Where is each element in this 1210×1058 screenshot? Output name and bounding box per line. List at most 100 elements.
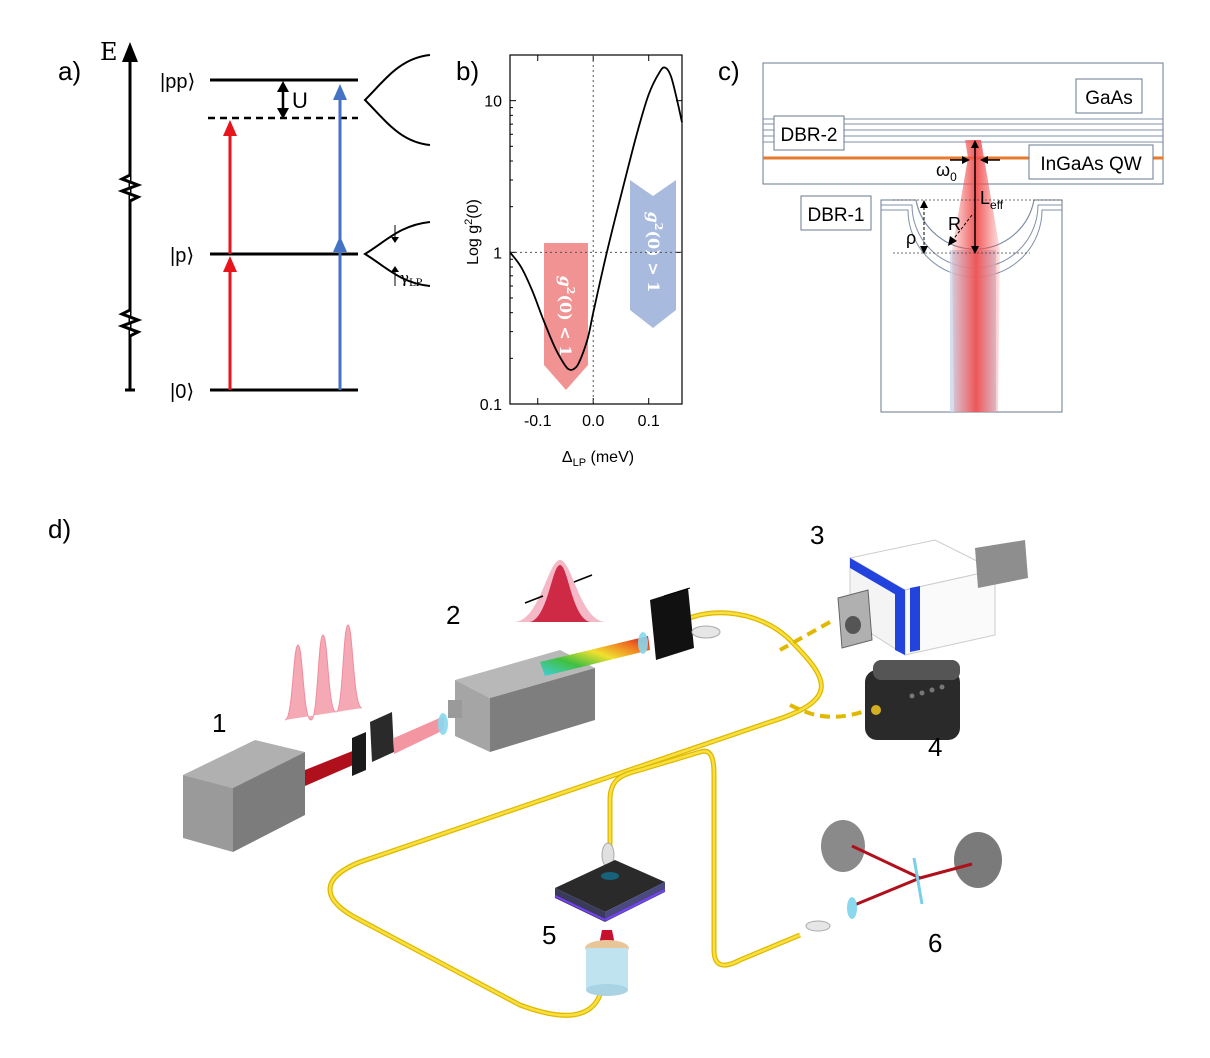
axis-break-upper — [117, 173, 143, 203]
grating-element — [370, 712, 394, 762]
gaas-box — [1075, 78, 1143, 114]
lineshape-p — [363, 221, 431, 287]
sample-plate-edge-1 — [554, 895, 606, 921]
arm-beam-1 — [851, 844, 921, 880]
x-axis-label: ΔLP (meV) — [562, 449, 634, 469]
panel-c: c) — [718, 56, 1164, 413]
ccd-camera — [837, 539, 1028, 656]
y-tick-label: 10 — [484, 94, 502, 111]
energy-axis-arrowhead — [122, 42, 138, 62]
component-label-5: 5 — [542, 920, 556, 950]
bandwidth-arrow-left — [524, 595, 544, 604]
gaas-label: GaAs — [1085, 88, 1133, 109]
lens-1 — [438, 713, 448, 735]
laser-box-front — [183, 775, 233, 852]
antibunching-label: g2(0) < 1 — [556, 276, 577, 357]
ccd-stripe-top — [850, 558, 905, 600]
spectral-pulse-core — [530, 565, 590, 622]
depth-label: ρ — [906, 228, 916, 248]
mirror-1 — [821, 820, 865, 872]
fiber-main-highlight — [328, 611, 823, 1017]
sample-plate-top — [555, 860, 665, 912]
dbr2-label: DBR-2 — [780, 125, 837, 146]
x-tick-label: 0.1 — [638, 413, 660, 430]
radius-arrow-head — [948, 236, 957, 246]
detector-dot-3 — [929, 687, 935, 693]
x-tick-label: -0.1 — [524, 413, 552, 430]
annotation-layer: g2(0) < 1 g2(0) > 1 — [544, 180, 676, 390]
sample-stage — [554, 842, 666, 996]
u-arrow-head-up — [277, 81, 289, 92]
radius-arrow — [951, 214, 973, 242]
fiber-coupler-1 — [691, 625, 721, 639]
fiber-coupler-6 — [805, 920, 831, 932]
lineshape-pp — [363, 54, 431, 146]
slit-mount-edge — [663, 587, 691, 597]
arm-beam-2 — [919, 862, 973, 880]
reference-lines — [510, 55, 682, 404]
laser-source — [183, 740, 305, 852]
component-label-3: 3 — [810, 520, 824, 550]
fiber-sample-highlight — [608, 749, 801, 967]
y-tick-label: 0.1 — [480, 397, 502, 414]
y-axis-label: Log g2(0) — [463, 199, 482, 265]
ccd-cooler — [975, 540, 1028, 588]
dbr1-label: DBR-1 — [807, 205, 864, 226]
bunching-label: g2(0) > 1 — [644, 212, 665, 293]
tick-layer: -0.1 0.0 0.1 0.1 1 10 — [480, 54, 682, 430]
qw-label: InGaAs QW — [1040, 154, 1141, 175]
linewidth-arrow-bottom-head — [391, 266, 399, 272]
leff-label: Leff — [980, 188, 1004, 212]
panel-b-label: b) — [456, 56, 479, 86]
photon-detector — [865, 660, 960, 740]
shaper-box-side — [490, 668, 595, 752]
shaper-port — [448, 700, 462, 718]
level-p-label: |p⟩ — [170, 245, 194, 267]
laser-box-top — [183, 740, 305, 788]
panel-c-label: c) — [718, 56, 740, 86]
leff-arrow-head-bottom — [971, 246, 979, 254]
component-label-2: 2 — [446, 600, 460, 630]
waist-arrow-right-head — [980, 156, 988, 164]
fiber-sample — [607, 748, 801, 968]
arm-beam-3 — [851, 876, 921, 908]
detector-body — [865, 670, 960, 740]
dispersed-beam — [540, 636, 650, 676]
u-arrow-head-down — [277, 108, 289, 119]
level-pp-label: |pp⟩ — [160, 71, 195, 93]
slit-mount — [650, 588, 694, 660]
dbr1-box — [800, 195, 872, 231]
dbr2-box — [773, 115, 845, 151]
detector-dot-1 — [909, 693, 915, 699]
optic-holder — [352, 732, 366, 776]
lens-2 — [638, 632, 648, 654]
red-arrow-upper-head — [223, 120, 237, 136]
sample-window — [601, 872, 619, 880]
y-tick-label: 1 — [493, 245, 502, 262]
panel-d-label: d) — [48, 514, 71, 544]
depth-arrow-head-bottom — [920, 246, 928, 254]
leff-arrow-head-top — [971, 140, 979, 148]
waist-label: ω0 — [936, 160, 957, 184]
fiber-dashed-3 — [779, 620, 831, 652]
bunching-chevron — [630, 180, 676, 328]
objective-body — [586, 948, 628, 990]
cavity-beam — [952, 140, 1000, 412]
component-label-1: 1 — [212, 708, 226, 738]
linewidth-arrow-top-head — [391, 237, 399, 243]
laser-beam-1 — [305, 748, 360, 786]
pulse-train — [284, 624, 363, 721]
mirror-2 — [954, 832, 1002, 888]
antibunching-chevron — [544, 243, 588, 390]
x-tick-label: 0.0 — [582, 413, 604, 430]
g2-curve — [509, 66, 683, 371]
objective-bottom — [586, 984, 628, 996]
linewidth-label: γLP — [400, 269, 423, 289]
panel-d: d) — [48, 514, 1028, 1018]
qw-box — [1028, 144, 1154, 180]
ccd-stripe-left — [895, 586, 905, 655]
laser-beam-2 — [394, 716, 444, 754]
level-zero-label: |0⟩ — [170, 381, 194, 403]
